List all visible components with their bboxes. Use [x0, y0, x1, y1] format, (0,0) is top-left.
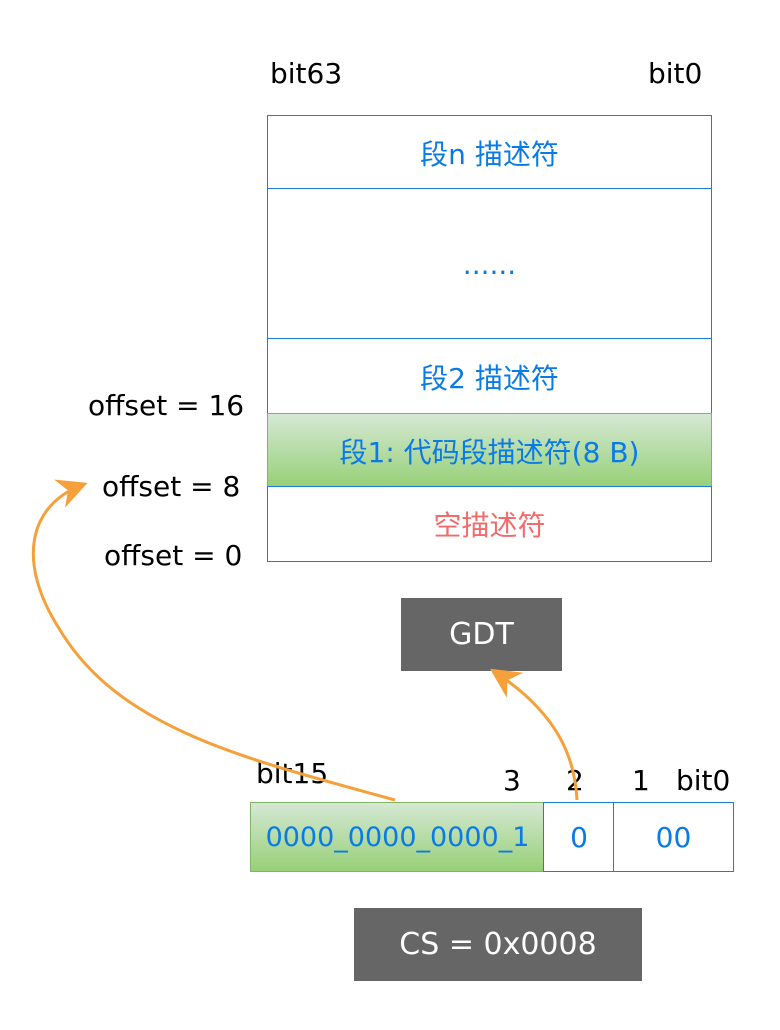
index-to-offset-8-arrow [31, 479, 396, 802]
gdt-row-label: 段2 描述符 [420, 361, 559, 395]
offset-16-label: offset = 16 [88, 389, 245, 422]
selector-rpl-value: 00 [655, 820, 692, 854]
ti-to-gdt-arrow [489, 668, 579, 801]
gdt-row-label: 空描述符 [433, 509, 546, 542]
selector-bit3-label: 3 [503, 764, 521, 797]
gdt-row-null-descriptor: 空描述符 [267, 486, 712, 562]
selector-bit1-label: 1 [632, 764, 650, 797]
gdt-row-segment-1-code: 段1: 代码段描述符(8 B) [267, 413, 712, 488]
gdt-row-label: 段1: 代码段描述符(8 B) [339, 435, 640, 469]
selector-rpl-field: 00 [613, 802, 734, 872]
gdt-row-segment-n: 段n 描述符 [267, 115, 712, 190]
cs-title-box: CS = 0x0008 [354, 908, 642, 981]
gdt-row-label: 段n 描述符 [420, 137, 559, 171]
selector-index-value: 0000_0000_0000_1 [265, 821, 530, 853]
selector-ti-value: 0 [570, 820, 588, 854]
selector-bit0-label: bit0 [676, 764, 731, 797]
gdt-row-label: ...... [462, 247, 517, 281]
gdt-title-box: GDT [401, 598, 562, 671]
selector-index-field: 0000_0000_0000_1 [250, 802, 545, 872]
gdt-row-ellipsis: ...... [267, 188, 712, 340]
gdt-bit0-label: bit0 [648, 57, 703, 90]
offset-0-label: offset = 0 [104, 539, 243, 572]
offset-8-label: offset = 8 [102, 470, 241, 503]
selector-ti-field: 0 [543, 802, 615, 872]
gdt-bit63-label: bit63 [270, 57, 343, 90]
